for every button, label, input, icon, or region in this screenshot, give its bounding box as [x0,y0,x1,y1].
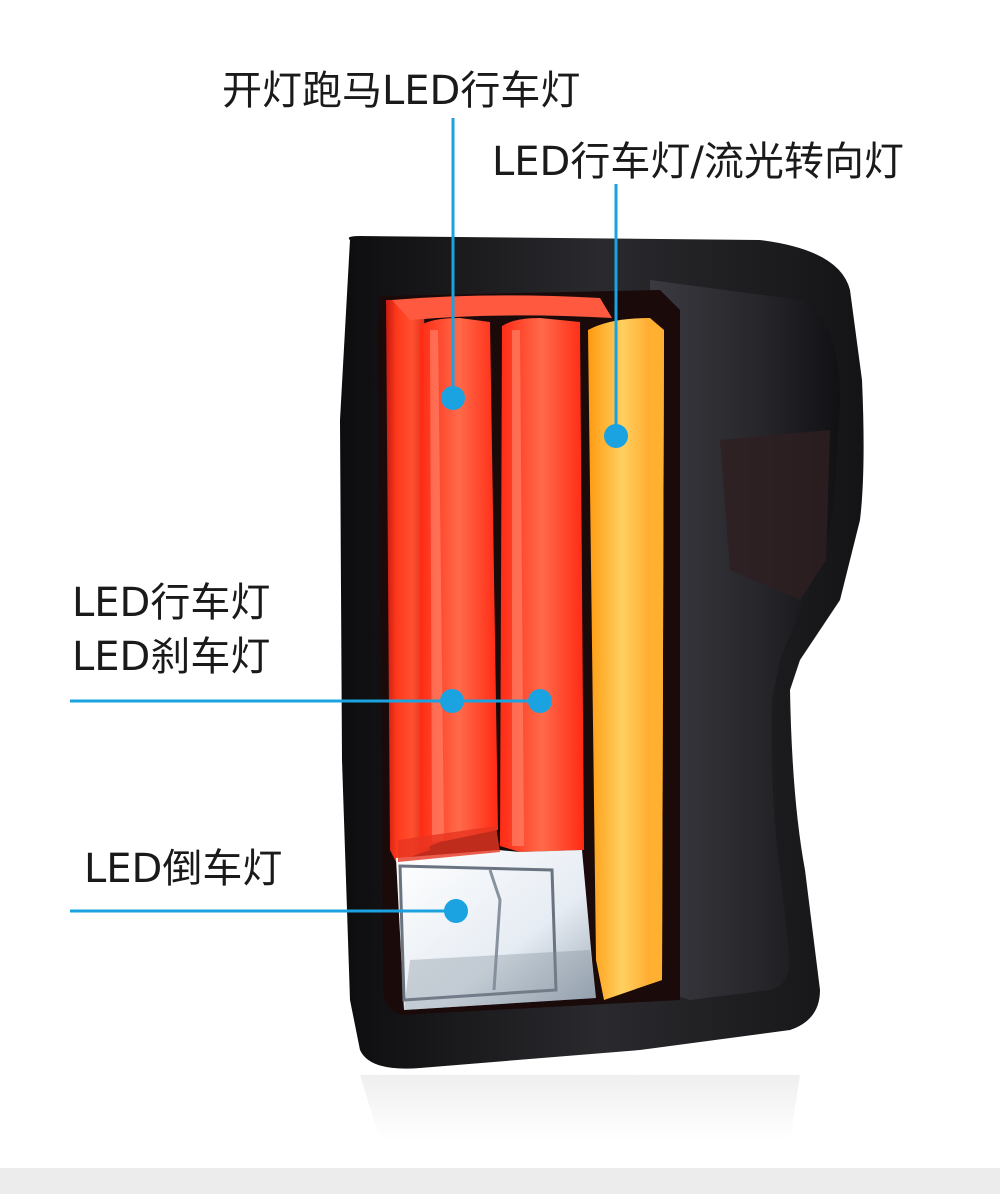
reverse-lens-block [396,850,596,1010]
callout-dot-reverse [444,899,468,923]
callout-label-drl-brake-line1: LED行车灯 [72,580,271,626]
red-white-transition [398,826,500,862]
red-bar-1-highlight [430,330,444,842]
red-bar-2-highlight [512,330,524,846]
reverse-lens-reflector [404,950,596,1010]
callout-label-drl-sweep: 开灯跑马LED行车灯 [222,68,581,114]
bottom-divider-bar [0,1168,1000,1194]
callout-dot-brake-1 [440,689,464,713]
reverse-lens-frame [398,864,558,1002]
callout-label-drl-brake-line2: LED刹车灯 [72,634,271,680]
red-top-arch [392,295,612,320]
reverse-lens-divider [488,869,502,991]
callout-dot-brake-2 [528,689,552,713]
callout-dot-drl-sweep [441,386,465,410]
amber-turn-bar-edge [650,320,664,984]
callout-dot-turn [604,424,628,448]
callout-label-reverse: LED倒车灯 [84,846,283,892]
callout-pointers [70,118,628,923]
amber-turn-bar [588,318,664,1000]
callout-label-drl-turn: LED行车灯/流光转向灯 [492,139,904,185]
smoked-inner-panel [720,430,830,600]
reflection [360,1075,800,1140]
red-outer-tube [386,300,430,862]
